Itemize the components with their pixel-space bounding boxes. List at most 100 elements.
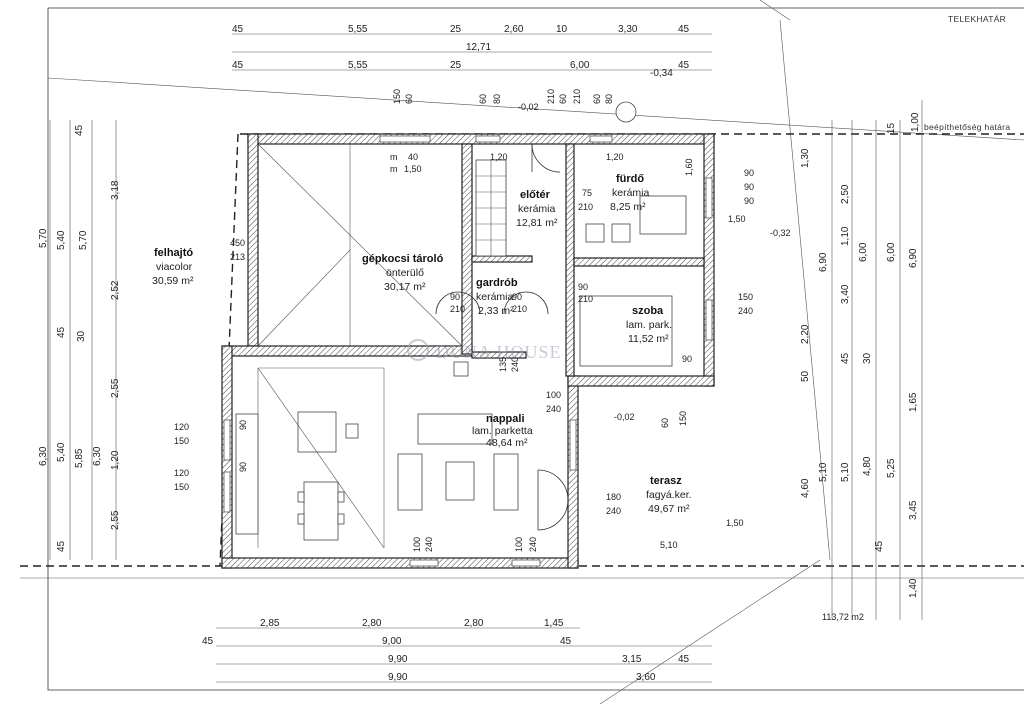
- dim-r-22: 15: [886, 122, 897, 134]
- room-gardrob-name: gardrób: [476, 277, 518, 289]
- dim-r-14: 5,10: [818, 462, 829, 482]
- inner-top80b: 80: [604, 94, 614, 104]
- total-area-label: 113,72 m2: [822, 612, 864, 622]
- inner-t510: 5,10: [660, 540, 678, 550]
- inner-t240: 240: [606, 506, 621, 516]
- inner-m: m: [390, 152, 398, 162]
- room-furdo-sub: kerámia: [612, 187, 650, 199]
- inner-dimensions: m 40 m 1,50 1,20 1,20 450 213 75 210 90 …: [174, 89, 791, 552]
- inner-m2: m: [390, 164, 398, 174]
- inner-top60d: 60: [592, 94, 602, 104]
- inner-top150: 150: [392, 89, 402, 104]
- dim-r-12: 50: [800, 370, 811, 382]
- inner-75: 75: [582, 188, 592, 198]
- inner-n60: 60: [660, 418, 670, 428]
- dim-b3-2: 45: [678, 654, 690, 665]
- dim-b1-0: 2,85: [260, 618, 280, 629]
- room-felhajto-area: 30,59 m²: [152, 275, 194, 287]
- dim-r-3: 1,10: [840, 226, 851, 246]
- dim-top2-extra: -0,34: [650, 68, 673, 79]
- left-dimensions: 45 3,18 5,70 5,40 5,70 2,52 45 30 2,55 1…: [38, 120, 121, 560]
- inner-210a: 210: [578, 202, 593, 212]
- dim-r-9: 6,90: [908, 248, 919, 268]
- inner-g210b: 210: [512, 304, 527, 314]
- dim-top-total: 12,71: [466, 42, 491, 53]
- dim-l-12: 6,30: [38, 446, 49, 466]
- dim-b3-0: 9,90: [388, 654, 408, 665]
- room-nappali-sub: lam. parketta: [472, 425, 533, 437]
- dim-r-4: 3,40: [840, 284, 851, 304]
- dim-l-0: 45: [74, 124, 85, 136]
- room-eloter-area: 12,81 m²: [516, 217, 558, 229]
- plot-boundary: [47, 0, 1024, 704]
- inner-s240: 240: [738, 306, 753, 316]
- inner-b100a: 100: [412, 537, 422, 552]
- dim-top2-3: 6,00: [570, 60, 590, 71]
- room-nappali-area: 48,64 m²: [486, 437, 528, 449]
- inner-b100b: 100: [514, 537, 524, 552]
- telekhatar-label: TELEKHATÁR: [948, 14, 1006, 24]
- dim-l-10: 2,55: [110, 510, 121, 530]
- windows: [223, 135, 713, 567]
- dim-b1-2: 2,80: [464, 618, 484, 629]
- dim-r-17: 4,60: [800, 478, 811, 498]
- dim-r-0: 1,00: [910, 112, 921, 132]
- dim-r-15: 4,80: [862, 456, 873, 476]
- room-szoba-area: 11,52 m²: [628, 333, 669, 345]
- inner-s150: 150: [738, 292, 753, 302]
- inner-top60b: 60: [478, 94, 488, 104]
- level-032: -0,32: [770, 228, 791, 238]
- dim-r-10: 45: [840, 352, 851, 364]
- inner-w90a: 90: [744, 168, 754, 178]
- inner-top60c: 60: [558, 94, 568, 104]
- dim-top1-2: 25: [450, 24, 462, 35]
- inner-w90c: 90: [744, 196, 754, 206]
- inner-n150: 150: [678, 411, 688, 426]
- dim-top1-0: 45: [232, 24, 244, 35]
- dim-l-15: 6,30: [92, 446, 103, 466]
- inner-210b: 210: [578, 294, 593, 304]
- dim-b2-0: 45: [202, 636, 214, 647]
- room-garage-name: gépkocsi tároló: [362, 253, 444, 265]
- inner-c240: 240: [510, 357, 520, 372]
- inner-n100: 100: [546, 390, 561, 400]
- dim-r-19: 3,45: [908, 500, 919, 520]
- dim-b4-1: 3,60: [636, 672, 656, 683]
- room-eloter-sub: kerámia: [518, 203, 556, 215]
- dim-b1-3: 1,45: [544, 618, 564, 629]
- dim-l-13: 5,40: [56, 442, 67, 462]
- dim-r-6: 6,90: [818, 252, 829, 272]
- inner-top210a: 210: [546, 89, 556, 104]
- garage-outline: [257, 143, 463, 347]
- inner-top80: 80: [492, 94, 502, 104]
- dim-b4-0: 9,90: [388, 672, 408, 683]
- inner-k150a: 150: [174, 436, 189, 446]
- inner-b240b: 240: [528, 537, 538, 552]
- dim-top1-3: 2,60: [504, 24, 524, 35]
- bottom-dimensions: 2,85 2,80 2,80 1,45 45 9,00 45 9,90 3,15…: [202, 618, 712, 683]
- inner-g90a: 90: [450, 292, 460, 302]
- inner-t150: 1,50: [726, 518, 744, 528]
- dim-l-4: 5,70: [78, 230, 89, 250]
- right-dimensions: 1,00 1,30 2,50 1,10 3,40 2,20 6,90 6,00 …: [800, 100, 923, 620]
- buildable-limit-label: beépíthetőség határa: [924, 122, 1010, 132]
- dim-l-9: 1,20: [110, 450, 121, 470]
- dim-top2-1: 5,55: [348, 60, 368, 71]
- dim-l-3: 5,40: [56, 230, 67, 250]
- room-labels: felhajtó viacolor 30,59 m² gépkocsi táro…: [152, 173, 692, 515]
- dim-top2-2: 25: [450, 60, 462, 71]
- room-felhajto-name: felhajtó: [154, 247, 193, 259]
- inner-120b: 1,20: [606, 152, 624, 162]
- dim-top2-4: 45: [678, 60, 690, 71]
- inner-k120b: 120: [174, 468, 189, 478]
- inner-s90: 90: [682, 354, 692, 364]
- dim-b2-2: 45: [560, 636, 572, 647]
- dim-l-6: 45: [56, 326, 67, 338]
- dim-r-2: 2,50: [840, 184, 851, 204]
- dim-b3-1: 3,15: [622, 654, 642, 665]
- room-felhajto-sub: viacolor: [156, 261, 193, 273]
- inner-c135: 135: [498, 357, 508, 372]
- inner-w150: 1,50: [728, 214, 746, 224]
- room-terasz-name: terasz: [650, 475, 682, 487]
